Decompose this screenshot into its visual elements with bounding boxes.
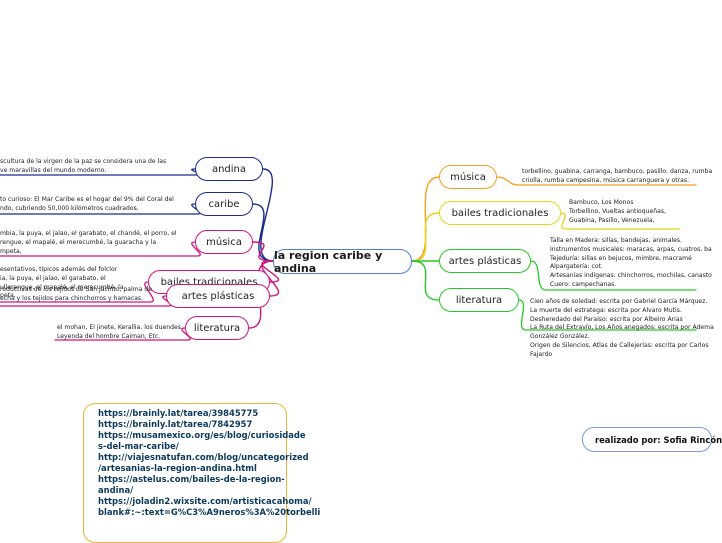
leaf-text: Fajardo (530, 350, 553, 358)
branch-left-literatura[interactable]: literatura (185, 316, 249, 340)
leaf-underline-right-literatura (518, 299, 697, 331)
leaf-underline-left-bailes-tradicionales (0, 281, 154, 303)
branch-left-andina[interactable]: andina (195, 157, 263, 181)
leaf-left-andina: scultura de la virgen de la paz se consi… (0, 158, 166, 176)
leaf-text: echa y los tejidos para chinchorros y ha… (0, 294, 144, 302)
branch-right-literatura[interactable]: literatura (439, 288, 519, 312)
leaf-text: La muerte del estratega: escrita por Alv… (530, 306, 682, 314)
leaf-text: Cien años de soledad: escrita por Gabrie… (530, 298, 708, 305)
reference-link[interactable]: andina/ (98, 485, 134, 495)
leaf-text: ve maravillas del mundo moderno. (0, 166, 107, 174)
branch-left-artes-plasticas[interactable]: artes plásticas (166, 284, 270, 308)
connector-left-andina (260, 168, 274, 262)
reference-link[interactable]: s-del-mar-caribe/ (98, 441, 179, 451)
leaf-left-artes-plasticas: roductivas de los tejidos de San Jacinto… (0, 286, 152, 304)
leaf-text: peta, (0, 292, 16, 300)
leaf-underline-right-bailes-tradicionales (560, 212, 681, 230)
branch-left-musica[interactable]: música (195, 230, 253, 254)
leaf-left-musica: mbia, la puya, el jalao, el garabato, el… (0, 230, 177, 256)
leaf-text: Instrumentos musicales: maracas, arpas, … (550, 245, 712, 253)
leaf-text: Tejeduría: sillas en bejucos, mimbre, ma… (550, 254, 692, 262)
leaf-text: esentativos, típicos además del folclor (0, 266, 118, 273)
leaf-text: rengue, el mapalé, el merecumbé, la guar… (0, 238, 157, 246)
leaf-text: Cuero: campechanas. (550, 280, 617, 288)
central-topic[interactable]: la region caribe y andina (273, 249, 412, 275)
leaf-text: ullerengue, el mapalé, el merecumbé, la (0, 283, 124, 291)
branch-right-bailes-tradicionales[interactable]: bailes tradicionales (439, 201, 561, 225)
reference-link[interactable]: /artesanias-la-region-andina.html (98, 463, 257, 473)
leaf-underline-left-musica (0, 241, 201, 257)
author-credit: realizado por: Sofia Rincón (582, 427, 722, 452)
leaf-right-musica: torbellino, guabina, carranga, bambuco, … (522, 168, 712, 186)
leaf-text: Alpargatería: cot. (550, 263, 603, 271)
leaf-text: criolla, rumba campesina, música carrang… (522, 176, 690, 184)
leaf-text: mbia, la puya, el jalao, el garabato, el… (0, 230, 177, 237)
leaf-text: el mohan, El jinete, Kerallia. los duend… (57, 324, 181, 331)
connector-right-bailes-tradicionales (411, 212, 440, 262)
leaf-left-literatura: el mohan, El jinete, Kerallia. los duend… (57, 324, 181, 342)
leaf-text: ia, la puya, el jalao, el garabato, el (0, 274, 106, 282)
branch-right-musica[interactable]: música (439, 165, 497, 189)
reference-link[interactable]: blank#:~:text=G%C3%A9neros%3A%20torbelli (98, 507, 321, 517)
reference-link[interactable]: https://musamexico.org/es/blog/curiosida… (98, 430, 306, 440)
leaf-text: Torbellino, Vueltas antioqueñas, (569, 207, 666, 215)
reference-link[interactable]: https://brainly.lat/tarea/7842957 (98, 419, 253, 429)
leaf-text: Desheredado del Paraíso: escrita por Alb… (530, 315, 683, 323)
leaf-text: González González. (530, 333, 590, 341)
connector-right-musica (411, 176, 440, 262)
leaf-text: Talla en Madera: sillas, bandejas, anima… (550, 237, 682, 244)
leaf-text: to curioso: El Mar Caribe es el hogar de… (0, 196, 174, 203)
connector-left-musica (252, 241, 274, 262)
leaf-text: roductivas de los tejidos de San Jacinto… (0, 286, 152, 293)
leaf-text: Leyenda del hombre Caiman, Etc. (57, 332, 161, 340)
mind-map-connectors (0, 168, 697, 341)
leaf-text: scultura de la virgen de la paz se consi… (0, 158, 167, 165)
leaf-text: torbellino, guabina, carranga, bambuco, … (522, 168, 713, 175)
leaf-text: Artesanías indígenas: chinchorros, mochi… (550, 272, 712, 280)
leaf-text: Origen de Silencios, Atlas de Callejería… (530, 341, 709, 349)
references-box: https://brainly.lat/tarea/39845775 https… (83, 403, 321, 543)
leaf-left-caribe: to curioso: El Mar Caribe es el hogar de… (0, 196, 174, 214)
leaf-text: La Ruta del Extravío, Los Años anegados:… (530, 324, 714, 332)
leaf-text: Guabina, Pasillo, Venezuela, (569, 216, 655, 224)
reference-link[interactable]: http://viajesnatufan.com/blog/uncategori… (98, 452, 309, 462)
reference-link[interactable]: https://astelus.com/bailes-de-la-region- (98, 474, 285, 484)
connector-left-caribe (252, 203, 274, 262)
leaf-right-literatura: Cien años de soledad: escrita por Gabrie… (530, 298, 714, 360)
leaf-text: ndo, cubriendo 50,000 kilómetros cuadrad… (0, 204, 139, 212)
leaf-underline-right-artes-plasticas (530, 260, 697, 291)
leaf-right-artes-plasticas: Talla en Madera: sillas, bandejas, anima… (550, 237, 712, 290)
branch-right-artes-plasticas[interactable]: artes plásticas (439, 249, 531, 273)
leaf-text: mpeta, (0, 247, 22, 255)
connector-right-literatura (411, 260, 440, 301)
reference-link[interactable]: https://joladin2.wixsite.com/artisticaca… (98, 496, 312, 506)
leaf-text: Bambuco, Los Monos (569, 199, 634, 206)
branch-left-caribe[interactable]: caribe (195, 192, 253, 216)
reference-link[interactable]: https://brainly.lat/tarea/39845775 (98, 408, 259, 418)
leaf-underline-right-musica (496, 176, 697, 186)
